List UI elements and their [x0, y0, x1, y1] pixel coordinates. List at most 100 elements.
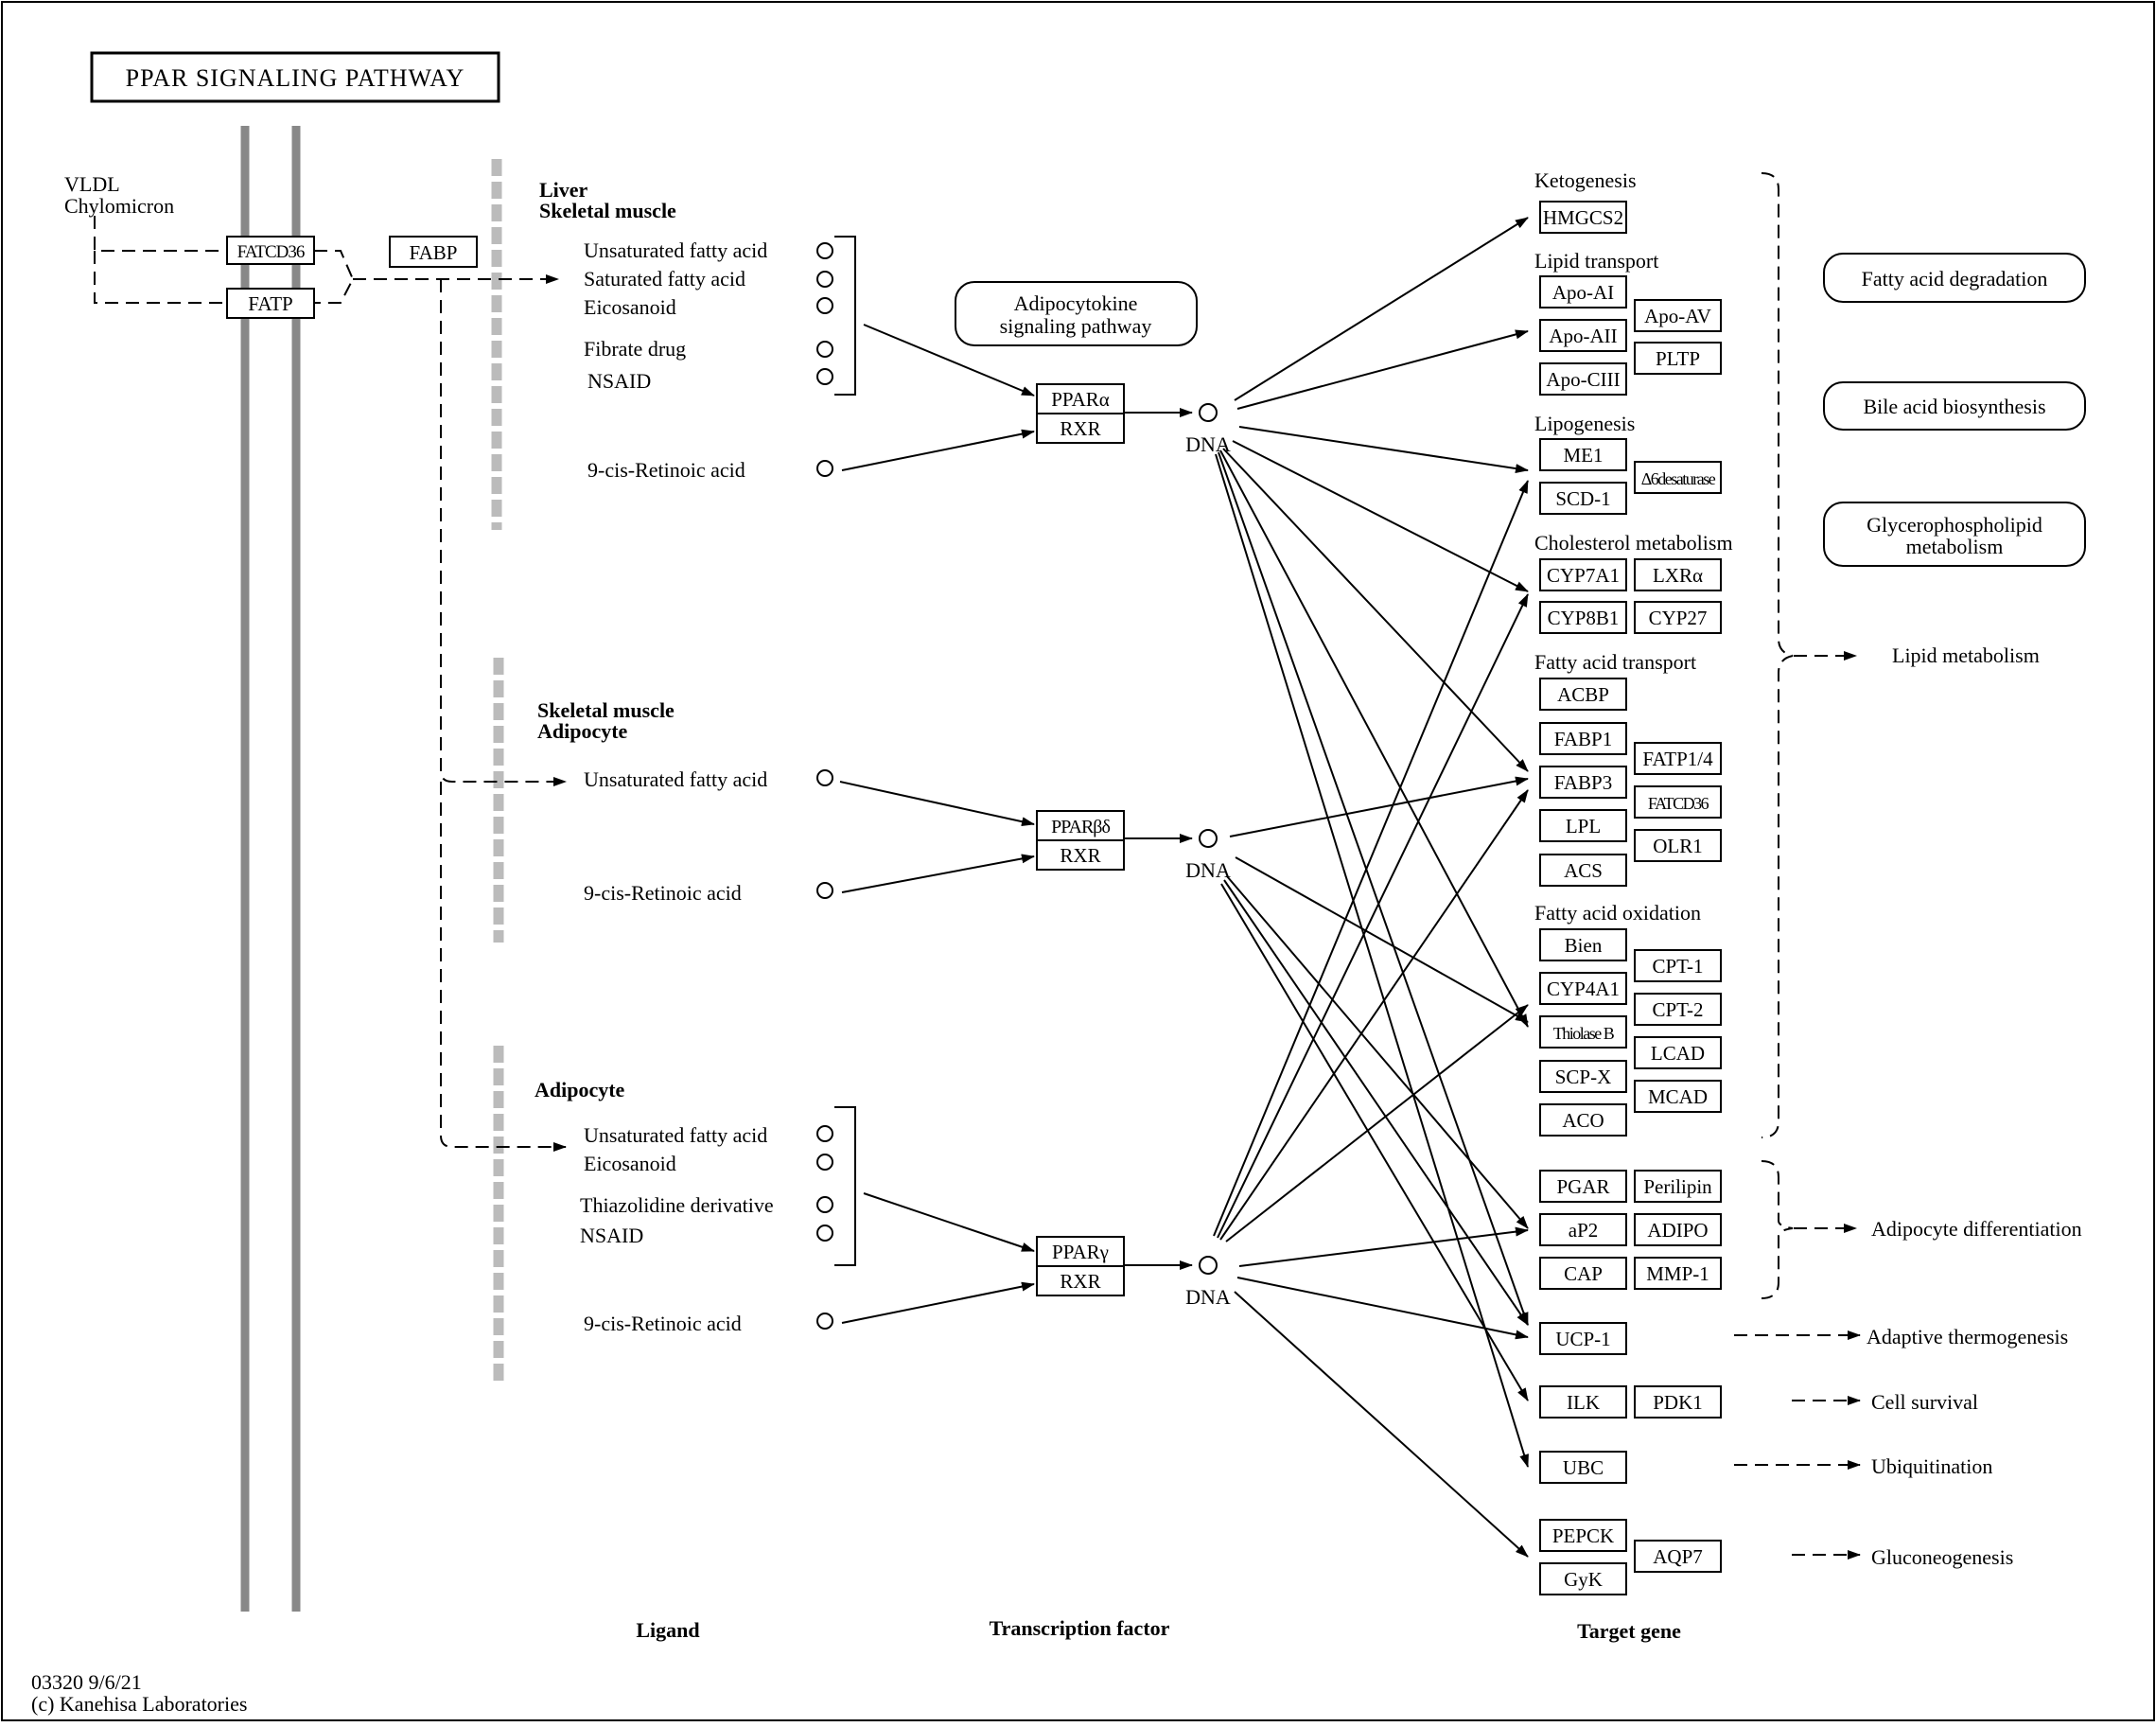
gene-acbp[interactable]: ACBP	[1539, 678, 1627, 711]
gene-olr1[interactable]: OLR1	[1634, 829, 1722, 862]
gene-apo-aii[interactable]: Apo-AII	[1539, 319, 1627, 352]
dna-label-gamma: DNA	[1185, 1285, 1231, 1309]
dna-label-beta: DNA	[1185, 858, 1231, 882]
dna-circle-beta[interactable]	[1199, 829, 1218, 848]
tf-rxr-beta[interactable]: RXR	[1036, 839, 1125, 871]
gene-lcad[interactable]: LCAD	[1634, 1036, 1722, 1069]
compound-circle[interactable]	[816, 1196, 833, 1213]
outcome-adaptive-thermogenesis[interactable]: Adaptive thermogenesis	[1867, 1325, 2068, 1348]
gene-fatp-transport[interactable]: FATP	[226, 288, 315, 319]
svg-text:Apo-AII: Apo-AII	[1549, 325, 1617, 347]
outcome-adipocyte-differentiation[interactable]: Adipocyte differentiation	[1871, 1217, 2082, 1241]
pathway-bile-acid[interactable]: Bile acid biosynthesis	[1823, 381, 2086, 431]
svg-text:LCAD: LCAD	[1651, 1042, 1705, 1065]
gene-pepck[interactable]: PEPCK	[1539, 1519, 1627, 1552]
gene-aqp7[interactable]: AQP7	[1634, 1540, 1722, 1573]
gene-acs[interactable]: ACS	[1539, 854, 1627, 887]
gene-bien[interactable]: Bien	[1539, 928, 1627, 961]
gene-ubc[interactable]: UBC	[1539, 1451, 1627, 1484]
gene-ap2[interactable]: aP2	[1539, 1213, 1627, 1246]
gene-apo-ciii[interactable]: Apo-CIII	[1539, 362, 1627, 396]
tf-ppar-gamma[interactable]: PPARγ	[1036, 1236, 1125, 1267]
gene-gyk[interactable]: GyK	[1539, 1562, 1627, 1595]
gene-fatp1-4[interactable]: FATP1/4	[1634, 742, 1722, 775]
gene-scp-x[interactable]: SCP-X	[1539, 1060, 1627, 1093]
gene-ilk[interactable]: ILK	[1539, 1385, 1627, 1419]
gene-cpt-1[interactable]: CPT-1	[1634, 949, 1722, 982]
dna-circle-alpha[interactable]	[1199, 403, 1218, 422]
gene-cpt-2[interactable]: CPT-2	[1634, 993, 1722, 1026]
gene-fatcd36[interactable]: FATCD36	[1634, 785, 1722, 819]
svg-text:Bien: Bien	[1565, 934, 1603, 957]
tf-rxr-alpha[interactable]: RXR	[1036, 413, 1125, 444]
svg-text:signaling pathway: signaling pathway	[1000, 314, 1152, 338]
compound-circle[interactable]	[816, 297, 833, 314]
outcome-lipid-metabolism[interactable]: Lipid metabolism	[1892, 643, 2040, 667]
compound-circle[interactable]	[816, 460, 833, 477]
compound-circle[interactable]	[816, 242, 833, 259]
gene-cyp27[interactable]: CYP27	[1634, 601, 1722, 634]
svg-text:LPL: LPL	[1566, 815, 1601, 837]
dna-circle-gamma[interactable]	[1199, 1256, 1218, 1275]
gene-fabp1[interactable]: FABP1	[1539, 722, 1627, 755]
gene-thiolase-b[interactable]: Thiolase B	[1539, 1015, 1627, 1049]
vldl-to-fatcd36	[94, 216, 227, 252]
gene-pdk1[interactable]: PDK1	[1634, 1385, 1722, 1419]
gene-cyp7a1[interactable]: CYP7A1	[1539, 558, 1627, 591]
gene-fabp3[interactable]: FABP3	[1539, 766, 1627, 799]
compound-circle[interactable]	[816, 1313, 833, 1330]
gene-cyp4a1[interactable]: CYP4A1	[1539, 972, 1627, 1005]
gene-cyp8b1[interactable]: CYP8B1	[1539, 601, 1627, 634]
pathway-glycerophospholipid[interactable]: Glycerophospholipid metabolism	[1823, 502, 2086, 567]
transport-merge	[314, 250, 355, 304]
svg-text:Fatty acid degradation: Fatty acid degradation	[1862, 267, 2048, 291]
ligand-alpha-3: Fibrate drug	[584, 337, 686, 361]
gene-aco[interactable]: ACO	[1539, 1103, 1627, 1137]
tf-rxr-gamma[interactable]: RXR	[1036, 1265, 1125, 1296]
gene-apo-av[interactable]: Apo-AV	[1634, 299, 1722, 332]
gene-scd-1[interactable]: SCD-1	[1539, 482, 1627, 515]
svg-text:CYP4A1: CYP4A1	[1547, 978, 1620, 1000]
svg-text:ACO: ACO	[1562, 1109, 1604, 1132]
gene-apo-ai[interactable]: Apo-AI	[1539, 275, 1627, 308]
tissue-liver: Liver	[539, 178, 588, 202]
compound-circle[interactable]	[816, 769, 833, 786]
compound-circle[interactable]	[816, 271, 833, 288]
outcome-ubiquitination[interactable]: Ubiquitination	[1871, 1454, 1992, 1478]
gene-pgar[interactable]: PGAR	[1539, 1170, 1627, 1203]
gene-mmp-1[interactable]: MMP-1	[1634, 1257, 1722, 1290]
svg-text:ILK: ILK	[1567, 1391, 1600, 1414]
column-transcription-factor: Transcription factor	[990, 1616, 1170, 1640]
gene-adipo[interactable]: ADIPO	[1634, 1213, 1722, 1246]
compound-circle[interactable]	[816, 1225, 833, 1242]
svg-text:metabolism: metabolism	[1906, 535, 2004, 558]
footer-id-date: 03320 9/6/21	[31, 1670, 142, 1694]
gene-lpl[interactable]: LPL	[1539, 809, 1627, 842]
gene-mcad[interactable]: MCAD	[1634, 1080, 1722, 1113]
gene-hmgcs2[interactable]: HMGCS2	[1539, 201, 1627, 234]
gene-pltp[interactable]: PLTP	[1634, 342, 1722, 375]
outcome-gluconeogenesis[interactable]: Gluconeogenesis	[1871, 1545, 2013, 1569]
compound-circle[interactable]	[816, 1154, 833, 1171]
gene-perilipin[interactable]: Perilipin	[1634, 1170, 1722, 1203]
arrow-beta-ligand-to-ppar	[839, 781, 1035, 827]
outcome-cell-survival[interactable]: Cell survival	[1871, 1390, 1978, 1414]
pathway-adipocytokine[interactable]: Adipocytokine signaling pathway	[955, 281, 1198, 346]
svg-text:ACBP: ACBP	[1557, 683, 1609, 706]
compound-circle[interactable]	[816, 1125, 833, 1142]
tf-ppar-beta[interactable]: PPARβδ	[1036, 810, 1125, 841]
gene-lxr-[interactable]: LXRα	[1634, 558, 1722, 591]
gene--6desaturase[interactable]: Δ6desaturase	[1634, 461, 1722, 494]
svg-text:Adipocytokine: Adipocytokine	[1014, 291, 1138, 315]
gene-ucp-1[interactable]: UCP-1	[1539, 1322, 1627, 1355]
compound-circle[interactable]	[816, 882, 833, 899]
compound-circle[interactable]	[816, 341, 833, 358]
gene-fabp[interactable]: FABP	[389, 236, 478, 268]
compound-circle[interactable]	[816, 368, 833, 385]
gene-me1[interactable]: ME1	[1539, 438, 1627, 471]
pathway-fatty-acid-degradation[interactable]: Fatty acid degradation	[1823, 253, 2086, 303]
gene-cap[interactable]: CAP	[1539, 1257, 1627, 1290]
gene-fatcd36-transport[interactable]: FATCD36	[226, 236, 315, 265]
chylomicron-label: Chylomicron	[64, 194, 174, 218]
tf-ppar-alpha[interactable]: PPARα	[1036, 383, 1125, 414]
